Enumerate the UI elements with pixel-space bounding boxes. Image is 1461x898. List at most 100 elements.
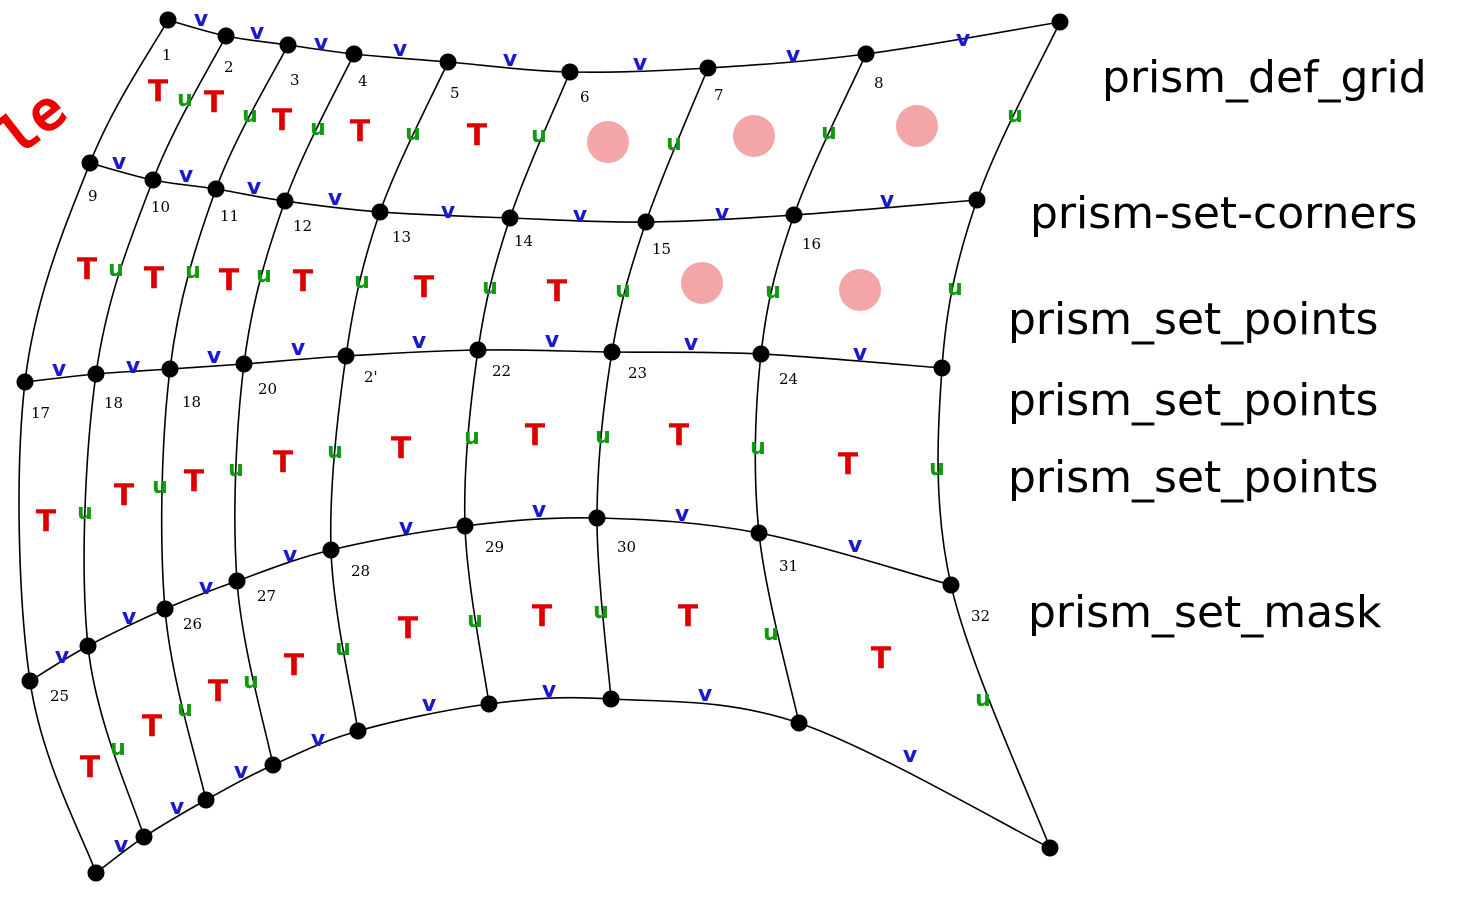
grid-column-curve-3 <box>160 44 289 801</box>
grid-node <box>371 203 389 221</box>
marker-u: u <box>405 121 421 146</box>
marker-u: u <box>177 87 193 112</box>
grid-column-curve-2 <box>83 35 227 838</box>
marker-t: T <box>142 710 163 745</box>
marker-u: u <box>228 457 244 482</box>
marker-v: v <box>675 502 690 527</box>
node-number: 6 <box>580 88 590 106</box>
grid-row-curve-5 <box>95 696 1051 874</box>
grid-node <box>942 576 960 594</box>
marker-v: v <box>956 27 971 52</box>
node-number: 8 <box>874 74 884 92</box>
marker-v: v <box>283 543 298 568</box>
grid-node <box>322 541 340 559</box>
grid-node <box>207 180 225 198</box>
marker-t: T <box>77 253 98 288</box>
marker-v: v <box>314 31 329 56</box>
marker-t: T <box>532 600 553 635</box>
node-number: 27 <box>257 587 276 605</box>
node-number: 2' <box>364 368 378 386</box>
node-number: 20 <box>258 380 277 398</box>
marker-v: v <box>532 498 547 523</box>
grid-node <box>790 714 808 732</box>
marker-t: T <box>284 649 305 684</box>
marker-t: T <box>204 86 225 121</box>
node-number: 30 <box>617 538 636 556</box>
marker-v: v <box>126 354 141 379</box>
node-number: 25 <box>50 687 69 705</box>
grid-node <box>161 360 179 378</box>
marker-u: u <box>335 636 351 661</box>
grid-node <box>276 192 294 210</box>
marker-t: T <box>678 600 699 635</box>
label-prism-set-points-2: prism_set_points <box>1008 375 1379 426</box>
masked-cell-dot <box>681 262 723 304</box>
grid-column-curve-1 <box>18 19 169 874</box>
grid-node <box>857 45 875 63</box>
masked-cell-dot <box>896 105 938 147</box>
grid-node <box>501 209 519 227</box>
grid-node <box>1041 839 1059 857</box>
grid-node <box>469 341 487 359</box>
node-number: 3 <box>290 71 300 89</box>
label-prism-set-points-1: prism_set_points <box>1008 294 1379 345</box>
marker-v: v <box>247 175 262 200</box>
node-number: 2 <box>224 58 234 76</box>
node-number: 31 <box>779 557 798 575</box>
marker-v: v <box>684 331 699 356</box>
marker-t: T <box>184 465 205 500</box>
node-number: 22 <box>492 362 511 380</box>
marker-v: v <box>880 188 895 213</box>
node-number: 14 <box>514 232 533 250</box>
node-number: 13 <box>392 228 411 246</box>
node-number: 24 <box>779 370 798 388</box>
grid-node <box>16 373 34 391</box>
grid-node <box>156 600 174 618</box>
node-number: 15 <box>652 240 671 258</box>
node-number: 11 <box>220 207 239 225</box>
node-number: 10 <box>151 198 170 216</box>
marker-t: T <box>398 612 419 647</box>
marker-t: T <box>414 271 435 306</box>
marker-u: u <box>1007 103 1023 128</box>
marker-v: v <box>112 150 127 175</box>
marker-u: u <box>975 687 991 712</box>
grid-node <box>159 11 177 29</box>
marker-t: T <box>219 264 240 299</box>
grid-node <box>588 509 606 527</box>
marker-v: v <box>542 678 557 703</box>
marker-v: v <box>412 329 427 354</box>
label-prism-def-grid: prism_def_grid <box>1102 52 1427 103</box>
marker-v: v <box>853 341 868 366</box>
marker-v: v <box>633 51 648 76</box>
node-number: 26 <box>183 615 202 633</box>
marker-t: T <box>391 432 412 467</box>
grid-node <box>1051 13 1069 31</box>
grid-node <box>81 154 99 172</box>
marker-v: v <box>698 682 713 707</box>
node-number: 4 <box>358 72 368 90</box>
grid-node <box>264 756 282 774</box>
grid-node <box>699 59 717 77</box>
marker-u: u <box>177 697 193 722</box>
marker-u: u <box>595 424 611 449</box>
marker-u: u <box>108 257 124 282</box>
node-number: 18 <box>104 394 123 412</box>
marker-u: u <box>256 263 272 288</box>
marker-u: u <box>185 259 201 284</box>
marker-t: T <box>525 419 546 454</box>
grid-node <box>87 365 105 383</box>
marker-v: v <box>393 37 408 62</box>
label-prism-set-points-3: prism_set_points <box>1008 452 1379 503</box>
marker-t: T <box>208 675 229 710</box>
label-prism-set-mask: prism_set_mask <box>1028 587 1382 638</box>
grid-node <box>135 828 153 846</box>
grid-node <box>752 345 770 363</box>
grid-node <box>87 864 105 882</box>
grid-node <box>637 213 655 231</box>
marker-v: v <box>573 203 588 228</box>
grid-node <box>750 524 768 542</box>
marker-u: u <box>593 599 609 624</box>
marker-t: T <box>293 265 314 300</box>
